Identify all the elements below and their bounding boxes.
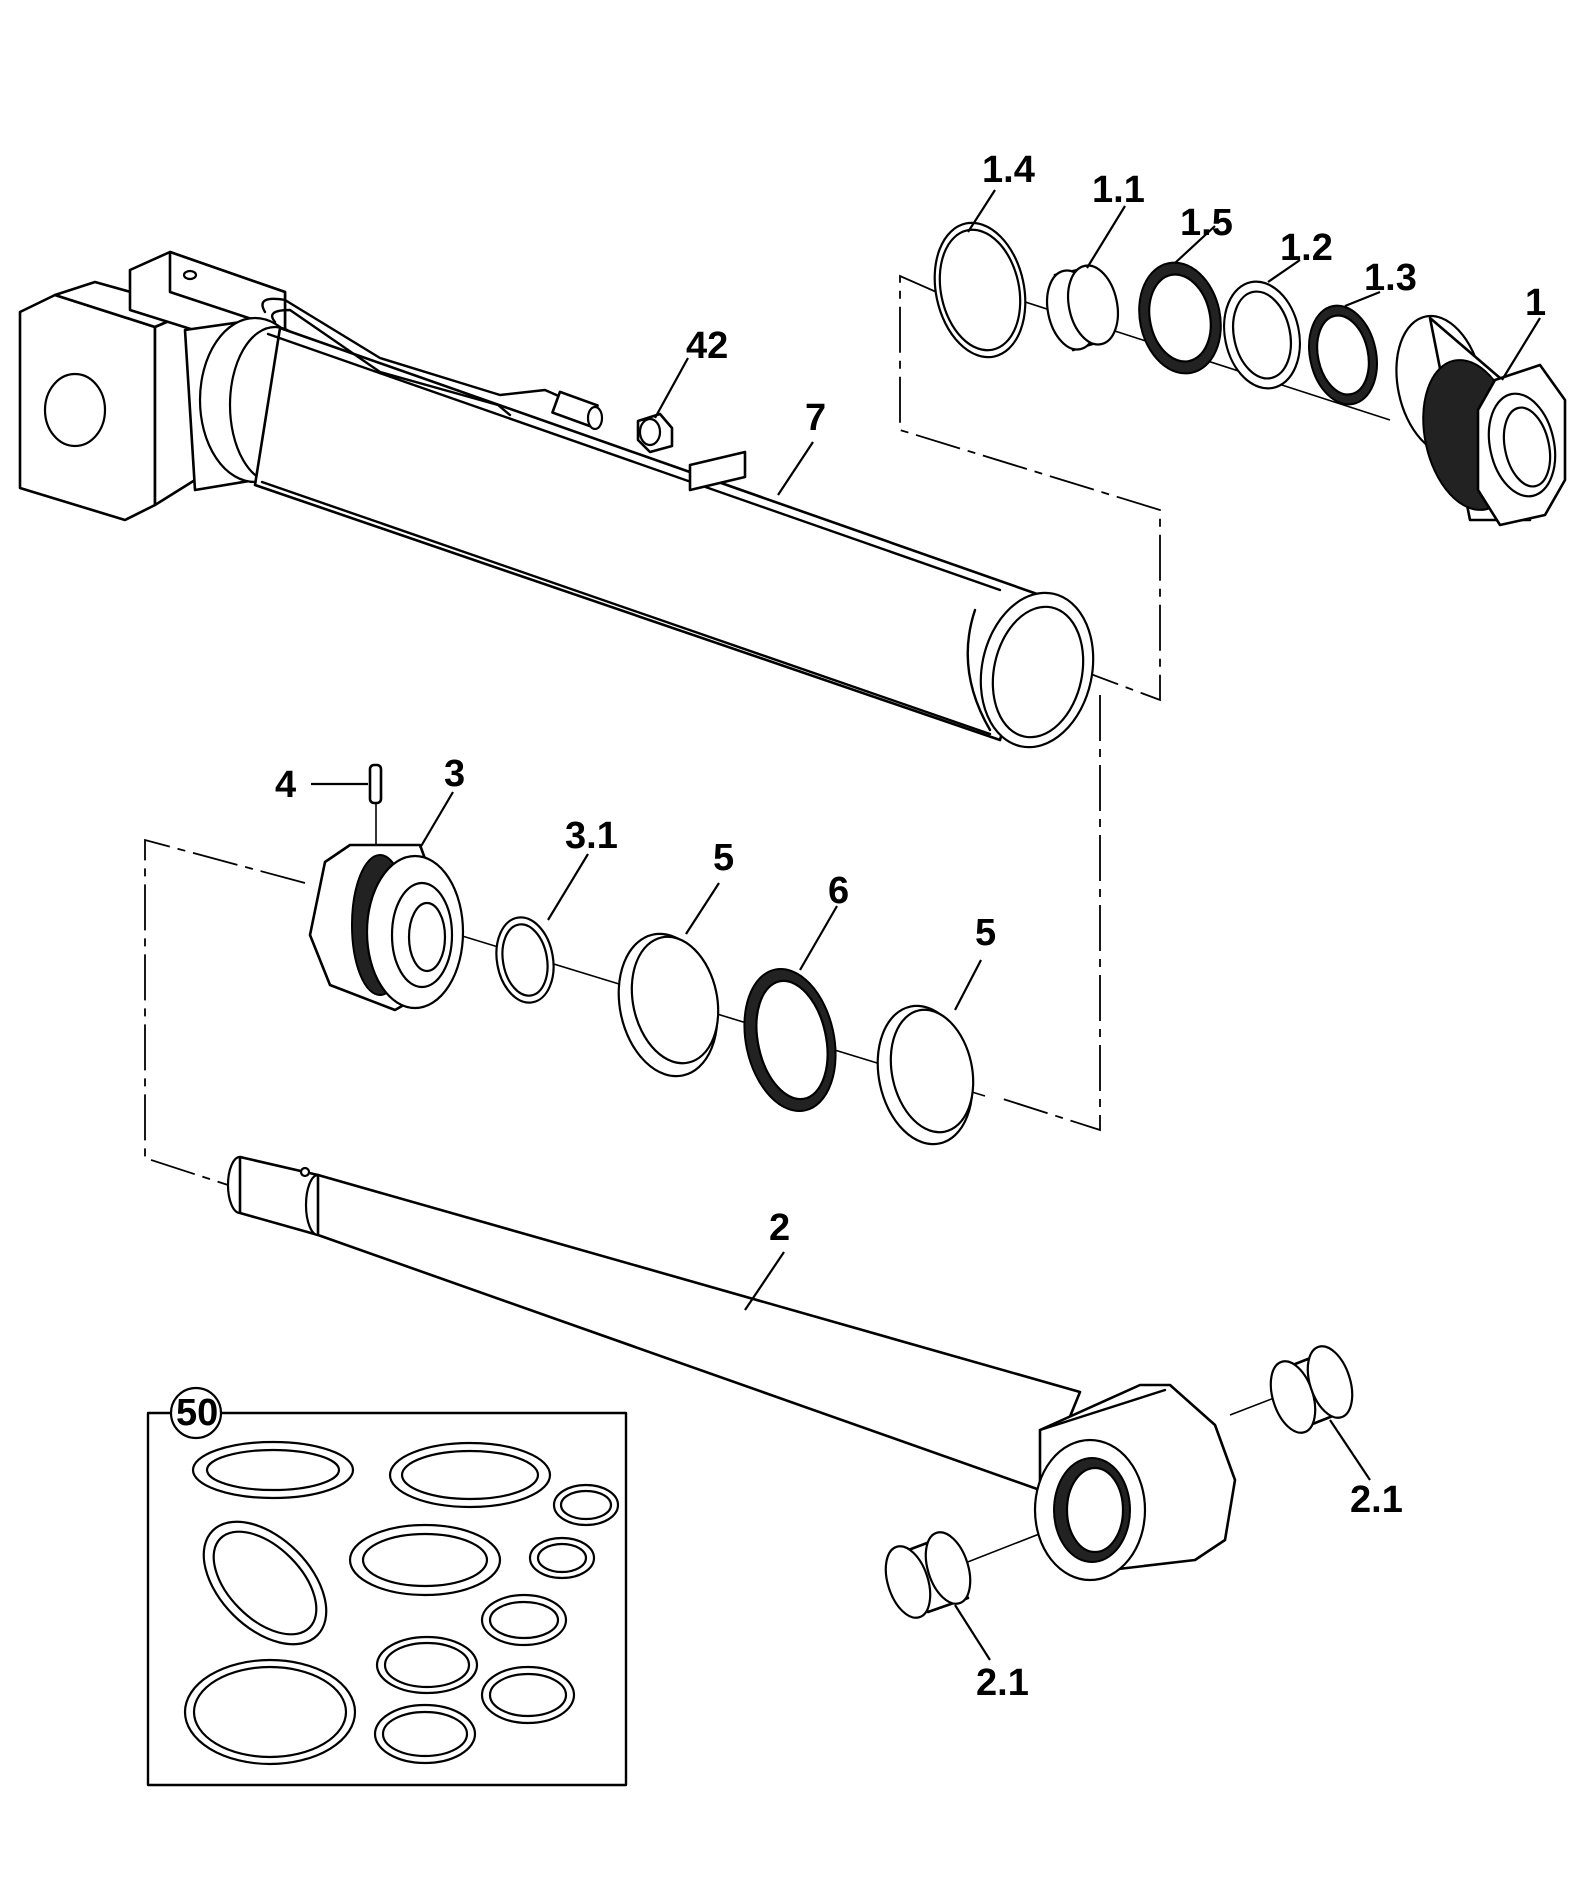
- plug-part-42: [636, 412, 674, 454]
- callout-5-left: 5: [713, 837, 734, 879]
- callout-5-right: 5: [975, 912, 996, 954]
- callout-3: 3: [444, 753, 465, 795]
- bushing-1-1: [1045, 264, 1120, 352]
- bushing-2-1-lower: [884, 1531, 972, 1619]
- gland-nut-part-1: [1395, 314, 1567, 527]
- callout-1-5: 1.5: [1180, 202, 1233, 244]
- callout-6: 6: [828, 870, 849, 912]
- rod-part-2: [226, 1155, 1237, 1582]
- roll-pin-part-4: [368, 763, 383, 855]
- piston-seal-part-6: [743, 967, 837, 1113]
- wear-ring-part-5-right: [876, 1004, 975, 1146]
- callout-1-4: 1.4: [982, 149, 1035, 191]
- callout-3-1: 3.1: [565, 815, 618, 857]
- callout-4: 4: [275, 764, 296, 806]
- bushing-2-1-upper: [1269, 1345, 1354, 1434]
- barrel-part-7: [18, 250, 1095, 749]
- piston-part-3: [308, 843, 465, 1012]
- wear-ring-part-5-left: [617, 932, 720, 1078]
- o-ring-3-1: [495, 916, 555, 1004]
- seal-ring-1-4: [933, 221, 1027, 359]
- callout-50: 50: [176, 1392, 218, 1434]
- callout-2-1-lower: 2.1: [976, 1662, 1029, 1704]
- seal-kit-rings: [183, 1440, 620, 1766]
- callout-1: 1: [1525, 282, 1546, 324]
- wiper-seal-1-5: [1138, 261, 1222, 375]
- kit-callout-circle: [169, 1386, 223, 1440]
- callout-1-2: 1.2: [1280, 227, 1333, 269]
- callout-2-1-upper: 2.1: [1350, 1479, 1403, 1521]
- leader-lines: [311, 189, 1541, 1661]
- callout-1-3: 1.3: [1364, 257, 1417, 299]
- seal-kit-box-part-50: [146, 1386, 628, 1787]
- callout-2: 2: [769, 1207, 790, 1249]
- callout-7: 7: [805, 397, 826, 439]
- callout-42: 42: [686, 325, 728, 367]
- callout-1-1: 1.1: [1092, 169, 1145, 211]
- seal-ring-1-3: [1308, 304, 1378, 406]
- seal-ring-1-2: [1223, 280, 1301, 390]
- callout-labels: 1.4 1.1 1.5 1.2 1.3 1 42 7 4 3 3.1 5 6 5…: [176, 149, 1546, 1704]
